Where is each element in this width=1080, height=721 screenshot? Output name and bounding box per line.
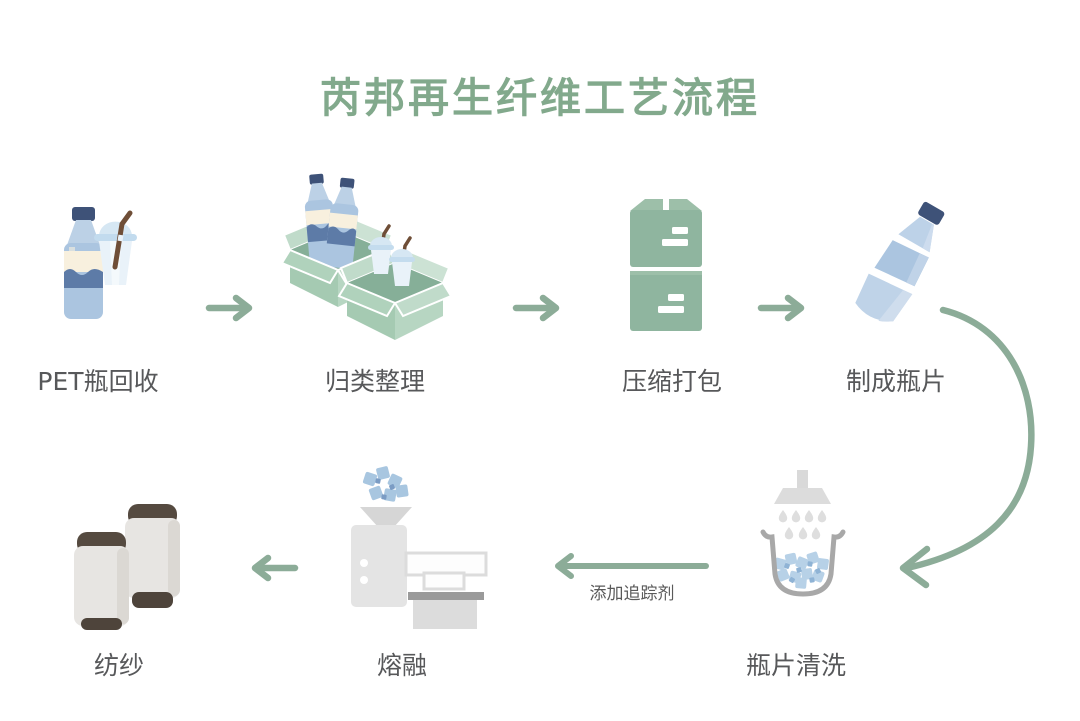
box-with-cups	[337, 224, 453, 340]
curved-arrow-down-icon	[899, 306, 1035, 589]
bottle-cut-into-flakes-icon	[855, 201, 945, 322]
step-label-melting: 熔融	[376, 651, 428, 680]
pet-bottle	[64, 207, 103, 319]
step-label-washing: 瓶片清洗	[745, 651, 847, 680]
compressed-bales-icon	[630, 199, 702, 331]
arrow-right-icon	[205, 294, 253, 322]
step-label-spinning: 纺纱	[93, 651, 145, 680]
melting-extruder-machine-icon	[351, 465, 488, 629]
pet-bottle-and-cup-icon	[64, 207, 137, 319]
basket-outline	[760, 529, 846, 597]
yarn-spools-icon	[74, 504, 180, 630]
flakes-in-basket	[773, 551, 830, 589]
arrow-left-icon	[555, 553, 709, 579]
plastic-cup	[94, 210, 137, 285]
shower-washing-flakes-icon	[760, 470, 846, 597]
step-label-pet-recycle: PET瓶回收	[37, 367, 159, 396]
arrow-right-icon	[512, 294, 560, 322]
arrow-right-icon	[757, 294, 805, 322]
step-label-compress: 压缩打包	[621, 367, 723, 396]
spool-front	[74, 532, 129, 630]
shower-head	[774, 470, 831, 504]
step-label-sorting: 归类整理	[324, 367, 426, 396]
page-title: 芮邦再生纤维工艺流程	[320, 74, 760, 122]
tracer-annotation: 添加追踪剂	[589, 584, 675, 604]
sorting-open-boxes-icon	[283, 172, 453, 340]
arrow-left-icon	[251, 554, 299, 582]
flakes-pile	[362, 465, 409, 502]
spool-back	[125, 504, 180, 608]
step-label-flakes: 制成瓶片	[845, 367, 947, 396]
